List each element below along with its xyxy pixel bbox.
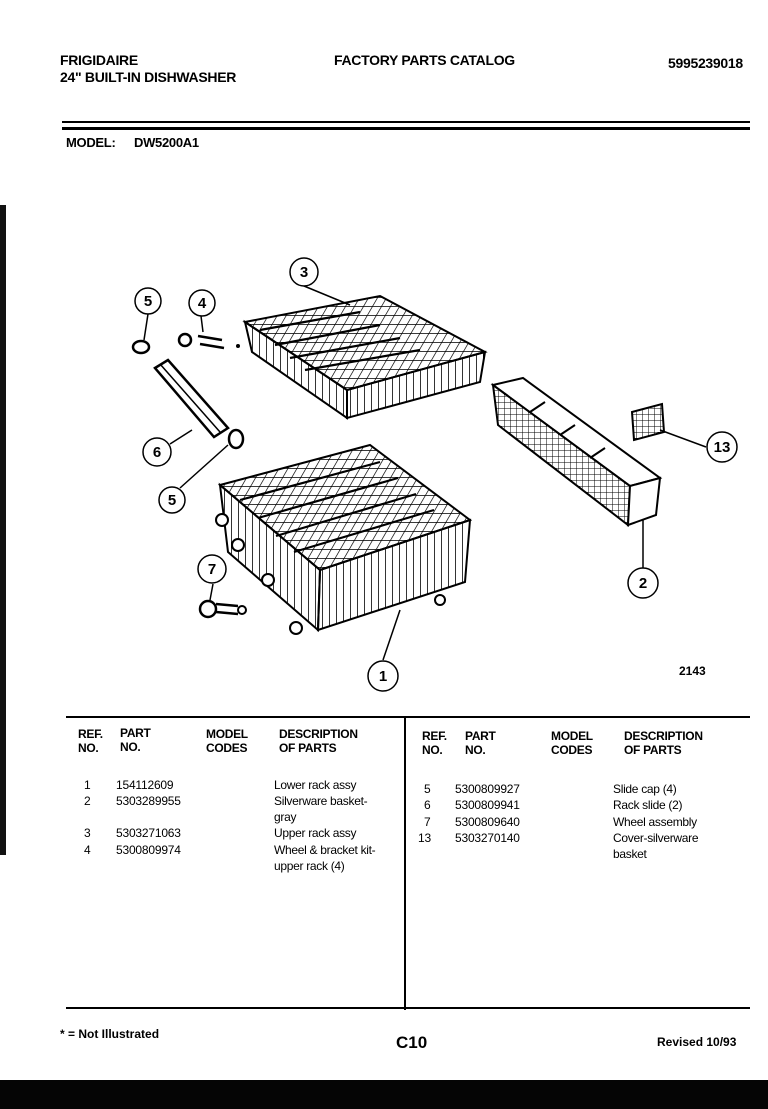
row-ref: 13 [418, 831, 431, 845]
header-model-line1: MODEL [206, 727, 248, 741]
callout-2: 2 [639, 575, 647, 592]
row-desc: Slide cap (4) [613, 782, 677, 796]
header-desc-line2: OF PARTS [624, 743, 682, 757]
silverware-basket-drawing [490, 376, 663, 527]
header-rule-bottom [62, 127, 750, 130]
row-ref: 3 [84, 826, 91, 840]
row-desc: Cover-silverware basket [613, 830, 699, 862]
catalog-number: 5995239018 [668, 55, 743, 71]
callout-3: 3 [300, 264, 308, 281]
callout-5-bottom: 5 [168, 492, 176, 509]
callout-7: 7 [208, 561, 216, 578]
callout-7-circle [197, 554, 227, 584]
basket-cover-drawing [630, 402, 666, 442]
header-ref-line1: REF. [78, 727, 103, 741]
revision-date: Revised 10/93 [657, 1035, 737, 1049]
table-divider [404, 716, 406, 1010]
left-header-desc: DESCRIPTION OF PARTS [279, 727, 358, 755]
row-desc: Upper rack assy [274, 826, 357, 840]
upper-rack-drawing [242, 294, 488, 420]
callout-13-circle [706, 431, 738, 463]
callout-6-circle [142, 437, 172, 467]
header-model-line2: CODES [206, 741, 248, 755]
row-desc-line: upper rack (4) [274, 859, 345, 873]
header-part-line1: PART [120, 726, 151, 740]
slide-cap-top-drawing [131, 339, 151, 355]
left-header-model: MODEL CODES [206, 727, 248, 755]
header-ref-line2: NO. [78, 741, 99, 755]
row-desc-line: Cover-silverware [613, 831, 699, 845]
table-rule-top [66, 716, 750, 718]
row-desc-line: gray [274, 810, 297, 824]
callout-1-circle [367, 660, 399, 692]
row-desc-line: Silverware basket- [274, 794, 368, 808]
catalog-title: FACTORY PARTS CATALOG [334, 52, 515, 68]
row-part: 5303289955 [116, 794, 181, 808]
model-label: MODEL: [66, 135, 116, 150]
row-part: 5303271063 [116, 826, 181, 840]
not-illustrated-note: * = Not Illustrated [60, 1027, 160, 1041]
callout-4-circle [188, 289, 216, 317]
row-part: 5300809974 [116, 843, 181, 857]
left-header-ref: REF. NO. [78, 727, 103, 755]
right-header-part: PART NO. [465, 729, 496, 757]
right-header-model: MODEL CODES [551, 729, 593, 757]
header-part-line2: NO. [465, 743, 486, 757]
header-part-line2: NO. [120, 740, 141, 754]
callout-13: 13 [714, 439, 731, 456]
row-desc: Lower rack assy [274, 778, 357, 792]
row-ref: 1 [84, 778, 91, 792]
row-ref: 6 [424, 798, 431, 812]
row-desc-line: Wheel & bracket kit- [274, 843, 376, 857]
row-ref: 5 [424, 782, 431, 796]
row-part: 154112609 [116, 778, 174, 792]
row-desc: Silverware basket- gray [274, 793, 368, 825]
callout-1: 1 [379, 668, 387, 685]
callout-6: 6 [153, 444, 161, 461]
row-desc: Wheel assembly [613, 815, 697, 829]
callout-5-top: 5 [144, 293, 152, 310]
parts-diagram: 3 4 5 6 5 1 7 2 13 [131, 257, 738, 692]
header-desc-line1: DESCRIPTION [624, 729, 703, 743]
figure-number: 2143 [679, 664, 706, 678]
callout-3-circle [289, 257, 319, 287]
header-rule-top [62, 121, 750, 123]
header-desc-line2: OF PARTS [279, 741, 337, 755]
row-desc: Rack slide (2) [613, 798, 683, 812]
wheel-bracket-drawing [177, 332, 240, 350]
row-ref: 4 [84, 843, 91, 857]
lower-rack-drawing [215, 443, 473, 635]
left-header-part: PART NO. [120, 726, 151, 754]
callout-2-circle [627, 567, 659, 599]
header-ref-line2: NO. [422, 743, 443, 757]
row-part: 5300809927 [455, 782, 520, 796]
table-rule-bottom [66, 1007, 750, 1009]
row-desc: Wheel & bracket kit- upper rack (4) [274, 842, 376, 874]
scan-edge-mark [0, 205, 6, 855]
header-part-line1: PART [465, 729, 496, 743]
callout-5-bottom-circle [158, 486, 186, 514]
slide-cap-bottom-drawing [227, 428, 245, 450]
rack-slide-drawing [153, 358, 230, 439]
row-part: 5300809941 [455, 798, 520, 812]
scan-bottom-band [0, 1080, 768, 1109]
page-number: C10 [396, 1033, 428, 1052]
product-name: 24" BUILT-IN DISHWASHER [60, 69, 237, 85]
header-model-line2: CODES [551, 743, 593, 757]
row-part: 5303270140 [455, 831, 520, 845]
header-desc-line1: DESCRIPTION [279, 727, 358, 741]
model-number: DW5200A1 [134, 135, 199, 150]
callout-5-top-circle [134, 287, 162, 315]
header-ref-line1: REF. [422, 729, 447, 743]
row-ref: 7 [424, 815, 431, 829]
brand-name: FRIGIDAIRE [60, 52, 138, 68]
row-ref: 2 [84, 794, 91, 808]
callout-4: 4 [198, 295, 207, 312]
right-header-desc: DESCRIPTION OF PARTS [624, 729, 703, 757]
row-desc-line: basket [613, 847, 647, 861]
right-header-ref: REF. NO. [422, 729, 447, 757]
row-part: 5300809640 [455, 815, 520, 829]
wheel-assembly-drawing [198, 599, 247, 619]
header-model-line1: MODEL [551, 729, 593, 743]
